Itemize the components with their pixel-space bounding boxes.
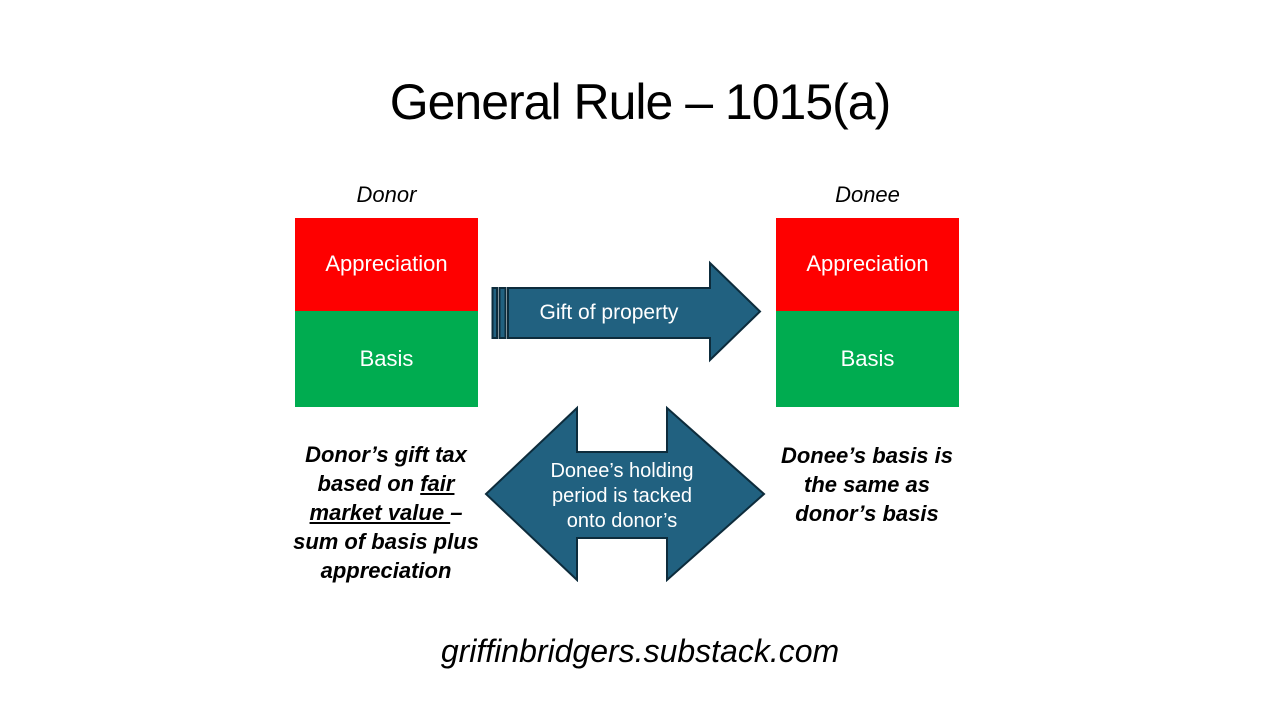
text-line: market value –: [309, 500, 463, 525]
holding-arrow-body: [484, 405, 766, 582]
text-line: sum of basis plus: [293, 529, 479, 554]
donee-label: Donee: [835, 182, 900, 207]
holding-arrow-shape: [484, 405, 766, 582]
gift-arrow-shape: [491, 260, 762, 363]
holding-arrow-label: Donee’s holding period is tacked onto dono…: [522, 459, 722, 534]
footer-url: griffinbridgers.substack.com: [440, 633, 840, 669]
donee-stack: Appreciation Basis: [776, 218, 959, 407]
donee-appreciation-box: Appreciation: [776, 218, 959, 311]
gift-arrow-stripe-2: [498, 287, 507, 339]
text-line: donor’s basis: [795, 501, 939, 526]
text-line: Donee’s basis is: [780, 443, 953, 468]
donee-appreciation-label: Appreciation: [806, 251, 929, 277]
donor-note: Donor’s gift tax based on fair market valu…: [286, 440, 486, 585]
text-line: period is tacked: [551, 485, 693, 507]
donor-appreciation-label: Appreciation: [325, 251, 448, 277]
text-line: the same as: [804, 472, 930, 497]
text-line: Donee’s holding: [550, 460, 694, 482]
gift-arrow-body: [507, 260, 762, 363]
slide-title: General Rule – 1015(a): [389, 74, 892, 130]
donor-appreciation-box: Appreciation: [295, 218, 478, 311]
text-line: based on fair: [317, 471, 455, 496]
gift-arrow-label: Gift of property: [539, 301, 679, 324]
text-line: Donor’s gift tax: [305, 442, 467, 467]
gift-arrow-stripe-1: [491, 287, 498, 339]
donor-stack: Appreciation Basis: [295, 218, 478, 407]
donor-basis-label: Basis: [359, 345, 414, 371]
text-line: onto donor’s: [566, 510, 678, 532]
text-line: appreciation: [320, 558, 452, 583]
donee-basis-label: Basis: [840, 345, 895, 371]
donor-label: Donor: [356, 182, 417, 207]
donor-basis-box: Basis: [295, 311, 478, 407]
donee-note: Donee’s basis is the same as donor’s basis: [767, 441, 967, 528]
donee-basis-box: Basis: [776, 311, 959, 407]
